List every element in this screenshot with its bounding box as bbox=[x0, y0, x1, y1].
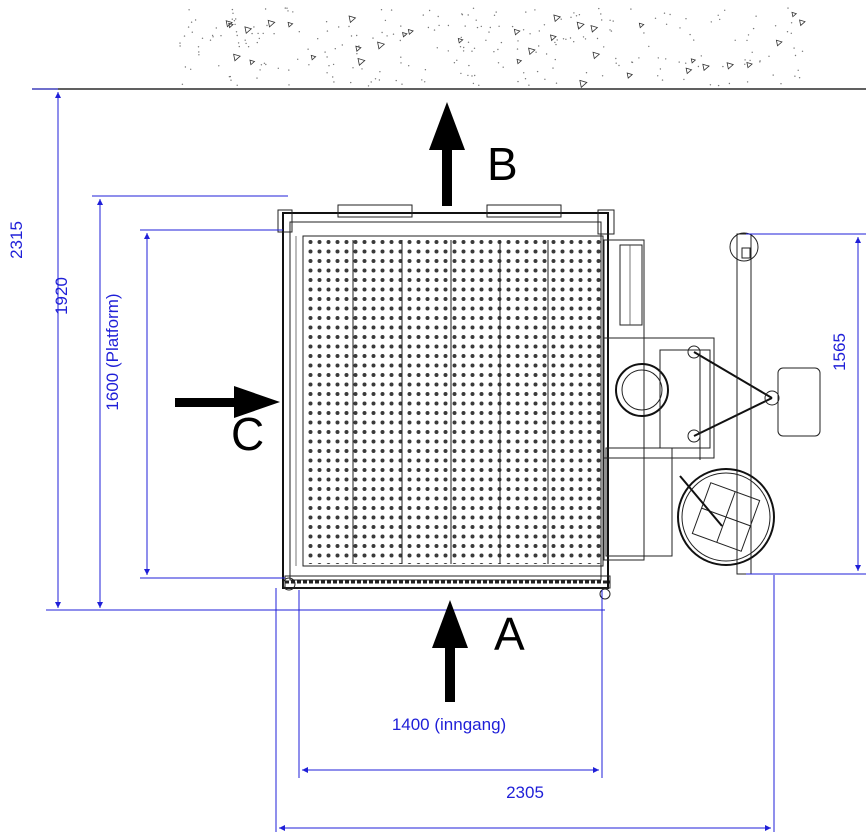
drive-mechanism bbox=[603, 232, 821, 575]
dimension-platform: 1600 (Platform) bbox=[103, 293, 122, 410]
perforated-platform bbox=[305, 240, 601, 564]
access-arrow-b bbox=[429, 102, 465, 206]
dimension-overall-width: 2305 bbox=[506, 783, 544, 802]
access-label-b: B bbox=[487, 138, 518, 190]
dimension-1920: 1920 bbox=[52, 277, 71, 315]
access-label-c: C bbox=[231, 408, 264, 460]
access-label-a: A bbox=[494, 608, 525, 660]
dimension-entrance: 1400 (inngang) bbox=[392, 715, 506, 734]
machine-frame bbox=[277, 204, 615, 600]
dimension-right-depth: 1565 bbox=[830, 333, 849, 371]
dimension-lines bbox=[32, 88, 866, 832]
dimension-overall-depth: 2315 bbox=[7, 221, 26, 259]
access-arrow-c bbox=[175, 386, 280, 418]
wall-hatch bbox=[32, 7, 866, 90]
access-arrow-a bbox=[432, 600, 468, 702]
